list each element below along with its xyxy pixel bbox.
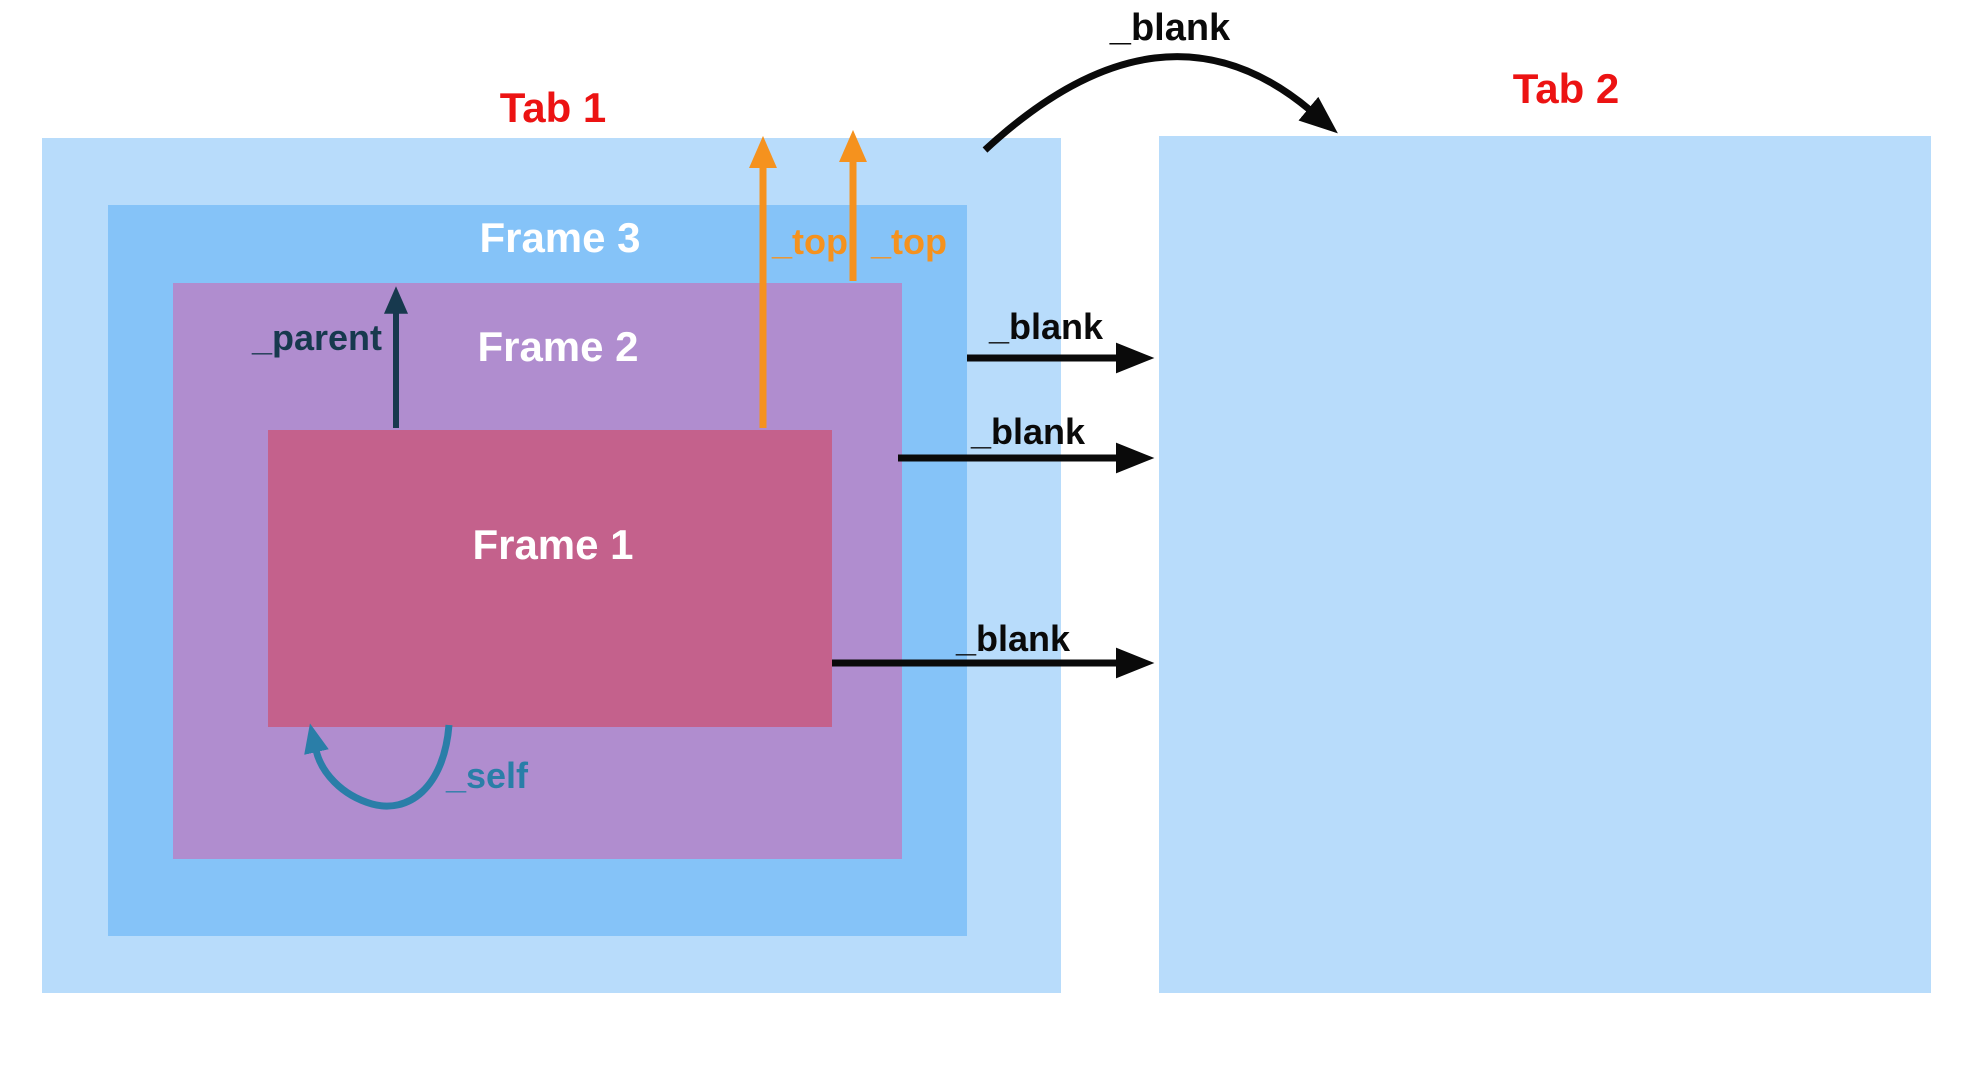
frame1-label: Frame 1 [472, 521, 634, 568]
tab1-label: Tab 1 [499, 84, 607, 131]
arrow-blank-top-label: _blank [1109, 7, 1231, 49]
arrow-blank-frame3-label: _blank [988, 306, 1104, 347]
frame3-label: Frame 3 [479, 214, 641, 261]
arrow-top-frame1-label: _top [772, 221, 848, 262]
arrow-parent-label: _parent [251, 317, 383, 358]
arrow-blank-frame1-label: _blank [955, 618, 1071, 659]
frame1-rect [268, 430, 832, 727]
tab2-label: Tab 2 [1512, 65, 1620, 112]
arrow-blank-frame2-label: _blank [970, 411, 1086, 452]
arrow-top-frame2-label: _top [871, 221, 947, 262]
tab2-window [1159, 136, 1931, 993]
frame2-label: Frame 2 [477, 323, 639, 370]
arrow-self-label: _self [445, 755, 529, 796]
